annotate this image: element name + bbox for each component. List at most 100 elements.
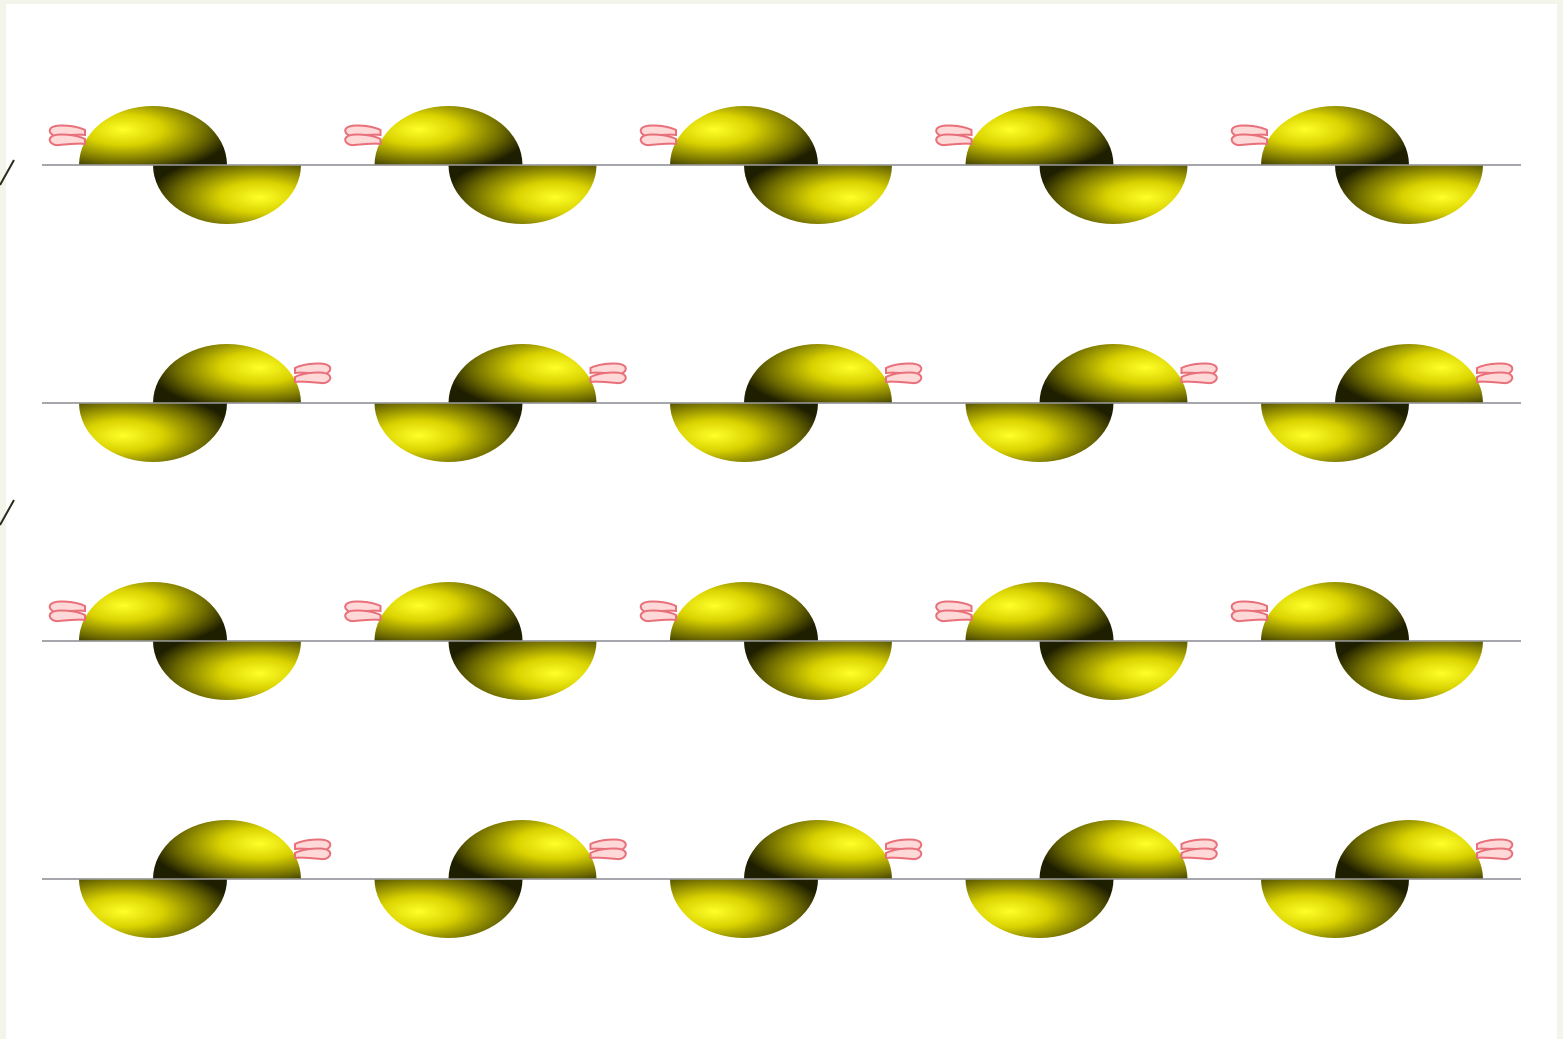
upper-hemisphere xyxy=(1261,106,1409,165)
upper-hemisphere xyxy=(374,582,523,641)
decorative-corner-marks xyxy=(0,159,15,526)
ribbon-loop xyxy=(639,124,677,138)
ribbon-loop xyxy=(344,609,382,623)
ribbon-icon xyxy=(589,838,627,861)
sphere-pair xyxy=(670,820,923,938)
ribbon-loop xyxy=(1476,838,1514,852)
lower-hemisphere xyxy=(1039,165,1188,224)
diagram-rows xyxy=(42,106,1521,938)
ribbon-loop xyxy=(589,362,627,376)
membrane-row-3 xyxy=(42,582,1521,700)
sphere-pair xyxy=(670,344,923,462)
ribbon-loop xyxy=(1180,371,1218,385)
ribbon-loop xyxy=(294,362,332,376)
ribbon-loop xyxy=(1230,133,1268,147)
ribbon-loop xyxy=(885,362,923,376)
ribbon-icon xyxy=(1230,124,1268,147)
lower-hemisphere xyxy=(1261,879,1409,938)
upper-hemisphere xyxy=(374,106,523,165)
sphere-pair xyxy=(965,820,1218,938)
ribbon-loop xyxy=(1180,838,1218,852)
lower-hemisphere xyxy=(670,879,818,938)
lower-hemisphere xyxy=(670,403,818,462)
ribbon-loop xyxy=(1476,847,1514,861)
lower-hemisphere xyxy=(374,879,523,938)
ribbon-loop xyxy=(1230,124,1268,138)
lower-hemisphere xyxy=(153,641,301,700)
ribbon-loop xyxy=(1476,371,1514,385)
ribbon-loop xyxy=(1476,362,1514,376)
lower-hemisphere xyxy=(965,879,1114,938)
lower-hemisphere xyxy=(374,403,523,462)
ribbon-loop xyxy=(48,133,86,147)
ribbon-loop xyxy=(589,838,627,852)
ribbon-icon xyxy=(294,362,332,385)
upper-hemisphere xyxy=(79,582,227,641)
ribbon-loop xyxy=(935,124,973,138)
ribbon-loop xyxy=(589,371,627,385)
ribbon-loop xyxy=(639,609,677,623)
ribbon-loop xyxy=(344,133,382,147)
ribbon-loop xyxy=(589,847,627,861)
membrane-row-1 xyxy=(42,106,1521,224)
sphere-pair xyxy=(48,106,301,224)
upper-hemisphere xyxy=(153,344,301,403)
sphere-pair xyxy=(374,820,627,938)
ribbon-loop xyxy=(885,371,923,385)
upper-hemisphere xyxy=(1335,820,1483,879)
ribbon-loop xyxy=(885,847,923,861)
ribbon-icon xyxy=(48,124,86,147)
ribbon-icon xyxy=(48,600,86,623)
lower-hemisphere xyxy=(744,641,892,700)
upper-hemisphere xyxy=(1261,582,1409,641)
ribbon-loop xyxy=(1180,847,1218,861)
ribbon-loop xyxy=(48,600,86,614)
sphere-pair xyxy=(79,344,332,462)
ribbon-icon xyxy=(294,838,332,861)
upper-hemisphere xyxy=(1039,344,1188,403)
ribbon-loop xyxy=(935,609,973,623)
ribbon-icon xyxy=(885,362,923,385)
membrane-row-4 xyxy=(42,820,1521,938)
upper-hemisphere xyxy=(1039,820,1188,879)
ribbon-loop xyxy=(935,133,973,147)
lower-hemisphere xyxy=(1335,641,1483,700)
sphere-pair xyxy=(48,582,301,700)
lower-hemisphere xyxy=(79,403,227,462)
sphere-pair xyxy=(965,344,1218,462)
ribbon-icon xyxy=(1476,362,1514,385)
ribbon-loop xyxy=(639,600,677,614)
ribbon-loop xyxy=(1230,609,1268,623)
lower-hemisphere xyxy=(79,879,227,938)
upper-hemisphere xyxy=(744,820,892,879)
sphere-pair xyxy=(374,344,627,462)
corner-tick-top xyxy=(0,159,15,186)
upper-hemisphere xyxy=(670,582,818,641)
ribbon-icon xyxy=(639,124,677,147)
lower-hemisphere xyxy=(1039,641,1188,700)
ribbon-loop xyxy=(294,847,332,861)
upper-hemisphere xyxy=(965,582,1114,641)
upper-hemisphere xyxy=(448,820,597,879)
ribbon-icon xyxy=(344,600,382,623)
sphere-pair xyxy=(1261,820,1514,938)
ribbon-loop xyxy=(344,600,382,614)
sphere-pair xyxy=(344,582,597,700)
lower-hemisphere xyxy=(1261,403,1409,462)
upper-hemisphere xyxy=(153,820,301,879)
ribbon-icon xyxy=(1180,838,1218,861)
ribbon-icon xyxy=(1180,362,1218,385)
ribbon-loop xyxy=(935,600,973,614)
ribbon-loop xyxy=(48,609,86,623)
membrane-row-2 xyxy=(42,344,1521,462)
ribbon-icon xyxy=(935,124,973,147)
sphere-pair xyxy=(344,106,597,224)
lower-hemisphere xyxy=(153,165,301,224)
ribbon-loop xyxy=(294,371,332,385)
ribbon-icon xyxy=(344,124,382,147)
ribbon-loop xyxy=(48,124,86,138)
sphere-pair xyxy=(1230,106,1483,224)
lower-hemisphere xyxy=(448,165,597,224)
